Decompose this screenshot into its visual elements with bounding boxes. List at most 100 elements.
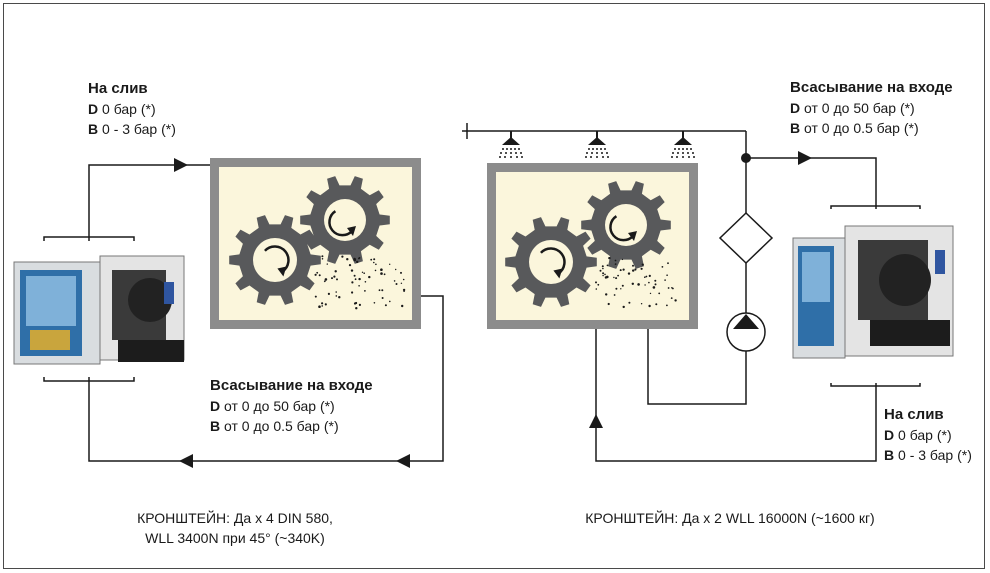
- particle-dot: [373, 258, 375, 260]
- particle-dot: [622, 259, 623, 260]
- particle-dot: [335, 291, 337, 293]
- particle-dot: [602, 268, 604, 270]
- return-arrow-right: [589, 414, 603, 428]
- particle-dot: [333, 276, 335, 278]
- particle-dot: [351, 291, 353, 293]
- particle-dot: [351, 281, 353, 283]
- particle-dot: [655, 283, 657, 285]
- particle-dot: [649, 275, 651, 277]
- right-bracket-caption: КРОНШТЕЙН: Да x 2 WLL 16000N (~1600 кг): [530, 508, 930, 528]
- left-suction-label: Всасывание на входе D от 0 до 50 бар (*)…: [210, 376, 373, 436]
- particle-dot: [628, 302, 630, 304]
- particle-dot: [606, 276, 609, 279]
- particle-dot: [613, 277, 614, 278]
- left-bracket-line-2: WLL 3400N при 45° (~340K): [70, 528, 400, 548]
- spray-nozzle-icon: [585, 131, 609, 158]
- particle-dot: [615, 288, 617, 290]
- right-drain-label: На слив D 0 бар (*) B 0 - 3 бар (*): [884, 405, 972, 465]
- particle-dot: [605, 293, 607, 295]
- particle-dot: [385, 304, 387, 306]
- particle-dot: [602, 265, 604, 267]
- particle-dot: [644, 276, 646, 278]
- particle-dot: [364, 290, 366, 292]
- particle-dot: [615, 263, 617, 265]
- particle-dot: [623, 269, 625, 271]
- particle-dot: [373, 262, 375, 264]
- right-drain-d-key: D: [884, 427, 894, 443]
- particle-dot: [346, 258, 348, 260]
- suction-arrow-right: [798, 151, 812, 165]
- particle-dot: [318, 305, 321, 308]
- particle-dot: [315, 274, 317, 276]
- particle-dot: [325, 303, 327, 305]
- particle-dot: [321, 305, 323, 307]
- return-arrow-left-2: [179, 454, 193, 468]
- junction-node: [741, 153, 751, 163]
- pump-symbol: [727, 313, 765, 351]
- right-suction-d-value: от 0 до 50 бар (*): [804, 100, 915, 116]
- right-drain-title: На слив: [884, 405, 972, 425]
- particle-dot: [351, 269, 353, 271]
- particle-dot: [324, 280, 326, 282]
- particle-dot: [628, 272, 630, 274]
- left-bracket-caption: КРОНШТЕЙН: Да x 4 DIN 580, WLL 3400N при…: [70, 508, 400, 548]
- particle-dot: [674, 299, 676, 301]
- right-drain-d-value: 0 бар (*): [898, 427, 952, 443]
- particle-dot: [335, 270, 337, 272]
- particle-dot: [354, 275, 356, 277]
- particle-dot: [641, 303, 642, 304]
- particle-dot: [648, 305, 650, 307]
- right-bracket-text: КРОНШТЕЙН: Да x 2 WLL 16000N (~1600 кг): [530, 508, 930, 528]
- particle-dot: [381, 289, 383, 291]
- particle-dot: [336, 295, 338, 297]
- particle-dot: [355, 278, 357, 280]
- particle-dot: [321, 255, 323, 257]
- spray-nozzles: [499, 131, 695, 158]
- particle-dot: [617, 275, 619, 277]
- particle-dot: [634, 268, 636, 270]
- particle-dot: [653, 286, 656, 289]
- right-suction-b-value: от 0 до 0.5 бар (*): [804, 120, 919, 136]
- particle-dot: [614, 294, 616, 296]
- particle-dot: [349, 264, 351, 266]
- particle-dot: [615, 260, 617, 262]
- particle-dot: [620, 269, 622, 271]
- particle-dot: [671, 287, 673, 289]
- right-suction-label: Всасывание на входе D от 0 до 50 бар (*)…: [790, 78, 953, 138]
- left-filter-unit: [14, 256, 184, 364]
- particle-dot: [395, 269, 396, 270]
- particle-dot: [370, 259, 372, 261]
- return-arrow-left-1: [396, 454, 410, 468]
- particle-dot: [375, 264, 377, 266]
- particle-dot: [600, 270, 602, 272]
- particle-dot: [354, 302, 356, 304]
- particle-dot: [662, 266, 664, 268]
- particle-dot: [358, 278, 360, 280]
- right-drain-b-value: 0 - 3 бар (*): [898, 447, 972, 463]
- left-suction-d-key: D: [210, 398, 220, 414]
- filter-symbol: [720, 213, 772, 263]
- particle-dot: [353, 258, 356, 261]
- left-suction-b-key: B: [210, 418, 220, 434]
- particle-dot: [654, 280, 656, 282]
- particle-dot: [664, 279, 666, 281]
- particle-dot: [615, 277, 617, 279]
- particle-dot: [666, 274, 668, 276]
- drain-arrow-left: [174, 158, 188, 172]
- particle-dot: [319, 274, 321, 276]
- left-drain-d-key: D: [88, 101, 98, 117]
- right-suction-b-key: B: [790, 120, 800, 136]
- particle-dot: [396, 283, 398, 285]
- particle-dot: [666, 305, 668, 307]
- particle-dot: [328, 293, 330, 295]
- particle-dot: [325, 278, 328, 281]
- spray-nozzle-icon: [499, 131, 523, 158]
- particle-dot: [595, 281, 597, 283]
- right-filter-unit: [793, 226, 953, 358]
- left-suction-d-value: от 0 до 50 бар (*): [224, 398, 335, 414]
- particle-dot: [644, 284, 645, 285]
- particle-dot: [374, 302, 376, 304]
- particle-dot: [650, 293, 651, 294]
- particle-dot: [365, 281, 367, 283]
- particle-dot: [341, 256, 343, 258]
